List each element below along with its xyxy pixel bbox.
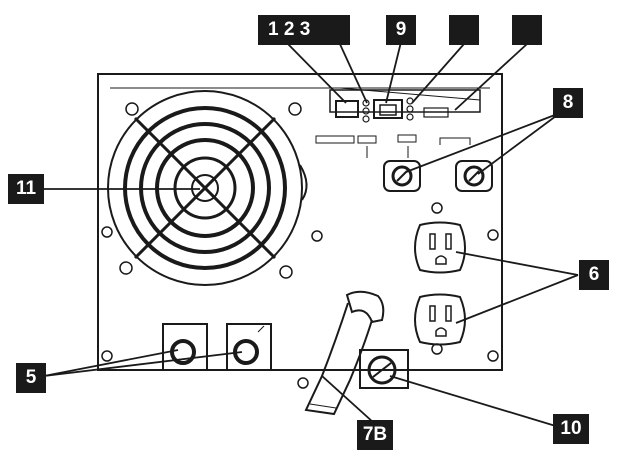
network-port (373, 99, 403, 119)
callout-7b: 7B (357, 420, 393, 450)
callout-5: 5 (16, 363, 46, 393)
reset-breaker (359, 349, 409, 389)
usb-port (335, 100, 359, 118)
callout-4-blank (449, 15, 479, 45)
comm-port-strip (329, 89, 481, 113)
port-caption-plate (315, 135, 355, 144)
ground-terminals (162, 323, 272, 371)
callout-10: 10 (553, 414, 589, 444)
output-receptacles (414, 221, 466, 346)
rear-panel (97, 73, 503, 371)
callout-6: 6 (579, 260, 609, 290)
callout-1-2-3: 1 2 3 (258, 15, 350, 45)
panel-screws (101, 102, 499, 389)
power-cord (304, 290, 385, 416)
dip-switch (423, 107, 449, 118)
cooling-fan (107, 90, 308, 286)
callout-9: 9 (386, 15, 416, 45)
callout-7a-blank (512, 15, 542, 45)
callout-8: 8 (553, 88, 583, 118)
callout-11: 11 (8, 174, 44, 204)
leader-lines (42, 41, 579, 428)
input-breakers (383, 160, 493, 192)
